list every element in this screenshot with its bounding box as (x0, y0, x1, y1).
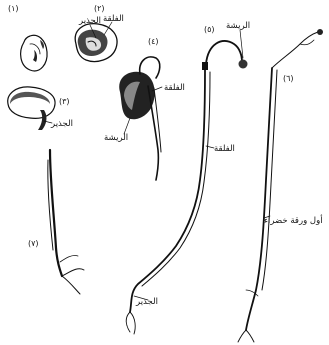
fig2-cotyledon-label: الفلقة (103, 14, 124, 24)
stage-3-number: (٣) (59, 97, 70, 106)
stage-6-number: (٦) (283, 74, 294, 83)
stage-7-number: (٧) (28, 239, 39, 248)
fig3-radicle-label: الجذير (50, 119, 73, 129)
fig6-foliage-leaf-label: أول ورقة خضراء (264, 214, 323, 226)
stage-5-number: (٥) (204, 25, 215, 34)
stage-4-number: (٤) (148, 37, 159, 46)
seedling-stage-5: (٥) الريشة الفلقة الجذير (126, 21, 250, 334)
fig4-plumule-label: الريشة (104, 133, 128, 143)
fig5-plumule-label: الريشة (226, 21, 250, 31)
seedling-stage-4: (٤) الفلقة الريشة (104, 37, 185, 180)
fig4-cotyledon-label: الفلقة (164, 83, 185, 93)
seed-stage-2: (٢) الفلقة الجذير (75, 4, 124, 62)
seed-stage-3: (٣) الجذير (8, 87, 73, 130)
stage-2-number: (٢) (94, 4, 105, 13)
fig5-radicle-label: الجذير (135, 297, 158, 307)
fig5-cotyledon-label: الفلقة (214, 144, 235, 154)
seedling-stage-7: (٧) (28, 150, 84, 294)
seedling-stage-6: (٦) أول ورقة خضراء (238, 29, 323, 342)
fig5-plumule-bud (239, 60, 248, 69)
seed-stage-1: (١) (8, 4, 47, 71)
fig2-radicle-label: الجذير (78, 16, 101, 26)
stage-1-number: (١) (8, 4, 19, 13)
